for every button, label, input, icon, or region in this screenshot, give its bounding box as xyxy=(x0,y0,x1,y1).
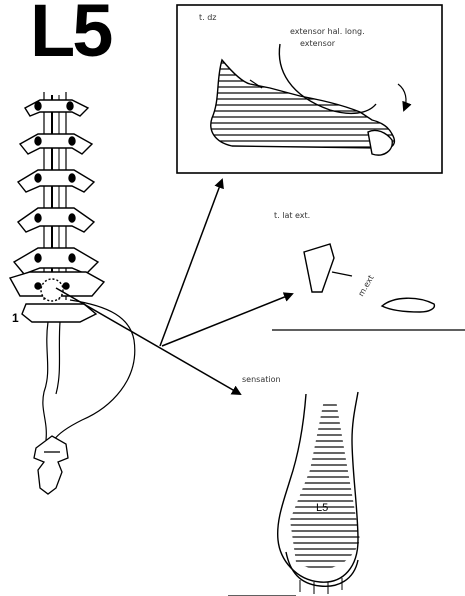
vertebra-l2 xyxy=(20,134,92,154)
label-middle-top: t. lat ext. xyxy=(274,212,310,220)
label-lower: sensation xyxy=(242,376,281,384)
lumbar-spine xyxy=(10,92,104,322)
vertebra-l5 xyxy=(14,248,98,274)
small-foot-sketch xyxy=(34,436,68,494)
sacrum-disc xyxy=(10,272,104,301)
label-box-top-right: extensor hal. long. xyxy=(290,28,365,36)
foot-dermatome-label: L5 xyxy=(316,502,328,514)
vertebra-l4 xyxy=(18,208,94,232)
label-box-top-left: t. dz xyxy=(199,14,217,22)
label-box-sub: extensor xyxy=(300,40,335,48)
lower-leg-dermatome xyxy=(228,392,360,596)
level-marker: 1 xyxy=(12,312,19,324)
vertebra-l3 xyxy=(18,170,94,192)
vertebra-l1 xyxy=(25,100,88,116)
